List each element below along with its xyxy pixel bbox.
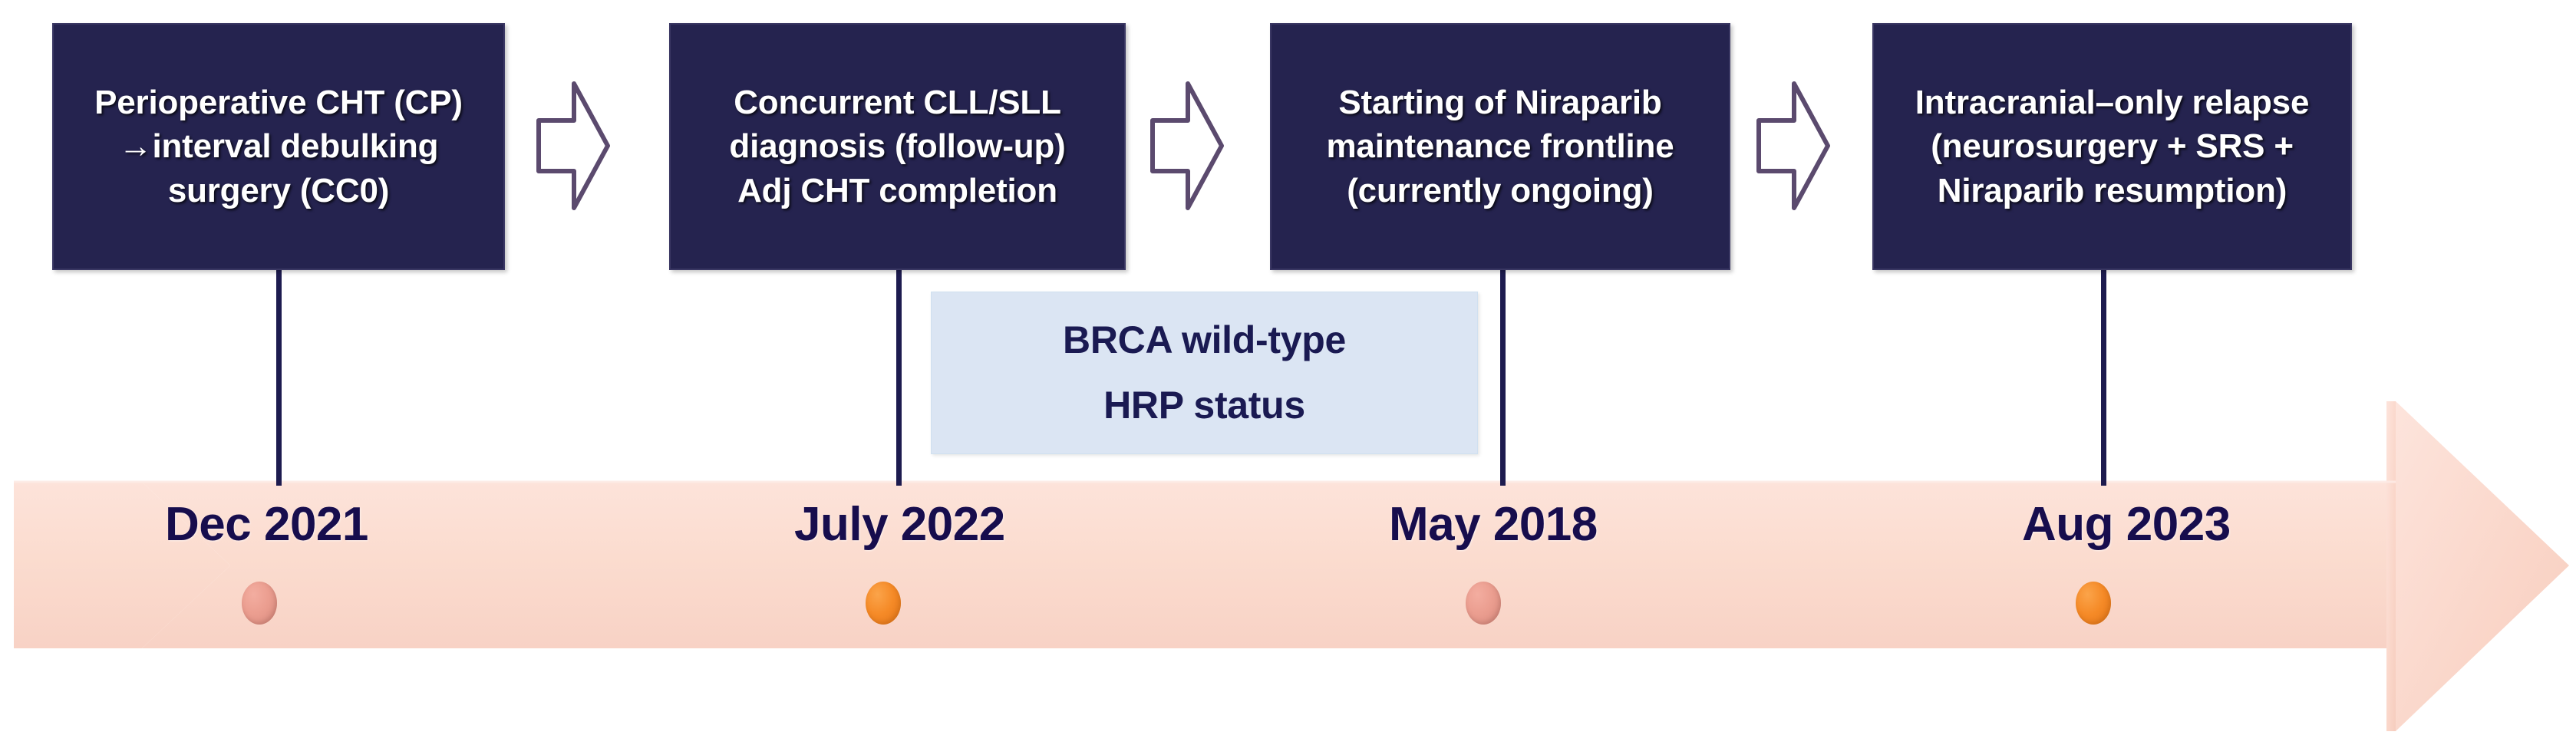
biomarker-line-2: HRP status [1103, 384, 1305, 427]
connector-line-1 [276, 267, 282, 486]
milestone-dot-1 [242, 582, 277, 625]
event-box-4[interactable]: Intracranial–only relapse (neurosurgery … [1872, 23, 2352, 270]
event-box-1[interactable]: Perioperative CHT (CP) →interval debulki… [52, 23, 505, 270]
connector-line-4 [2101, 267, 2106, 486]
milestone-dot-3 [1466, 582, 1501, 625]
chevron-right-icon-3 [1750, 73, 1834, 219]
chevron-right-icon-1 [529, 73, 614, 219]
event-box-3[interactable]: Starting of Niraparib maintenance frontl… [1270, 23, 1730, 270]
connector-line-2 [896, 267, 902, 486]
milestone-date-2: July 2022 [794, 498, 1005, 551]
connector-line-3 [1500, 267, 1506, 486]
event-box-2[interactable]: Concurrent CLL/SLL diagnosis (follow-up)… [669, 23, 1126, 270]
event-box-4-text: Intracranial–only relapse (neurosurgery … [1915, 84, 2310, 209]
milestone-date-4: Aug 2023 [2022, 498, 2231, 551]
event-box-3-text: Starting of Niraparib maintenance frontl… [1326, 84, 1674, 209]
timeline-banner-arrow [0, 387, 2576, 745]
event-box-1-text: Perioperative CHT (CP) →interval debulki… [94, 84, 463, 209]
milestone-dot-2 [866, 582, 901, 625]
biomarker-line-1: BRCA wild-type [1063, 318, 1346, 361]
event-box-2-text: Concurrent CLL/SLL diagnosis (follow-up)… [729, 84, 1066, 209]
chevron-right-icon-2 [1143, 73, 1228, 219]
milestone-dot-4 [2076, 582, 2111, 625]
milestone-date-3: May 2018 [1389, 498, 1598, 551]
biomarker-callout: BRCA wild-type HRP status [931, 292, 1478, 454]
milestone-date-1: Dec 2021 [165, 498, 368, 551]
